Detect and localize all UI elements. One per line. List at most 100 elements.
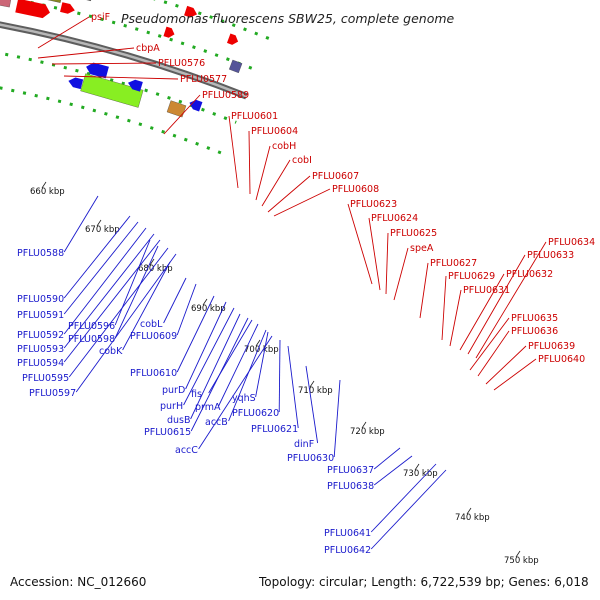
reverse-gene-label: PFLU0593 [17,344,64,355]
forward-leader-line [477,330,510,377]
kbp-tick-label: 730 kbp [403,469,438,479]
reverse-gene-label: PFLU0597 [29,388,76,399]
kbp-tick-mark [96,219,102,227]
map-title: Pseudomonas fluorescens SBW25, complete … [121,11,455,26]
kbp-tick-mark [466,507,472,515]
reverse-gene-label: PFLU0598 [68,334,115,345]
reverse-gene-label: PFLU0620 [232,408,279,419]
reverse-leader-line [176,283,197,336]
reverse-leader-line [228,329,267,422]
reverse-gene-label: PFLU0594 [17,358,64,369]
forward-leader-line [228,115,239,189]
forward-leader-line [163,94,201,135]
kbp-tick-label: 670 kbp [85,225,120,235]
reverse-gene [127,79,143,92]
gene-block [44,0,64,3]
forward-leader-line [51,62,157,65]
reverse-gene [68,77,84,90]
reverse-gene-label: purH [160,401,183,412]
forward-leader-line [37,47,135,59]
reverse-leader-line [114,245,159,339]
forward-leader-line [248,130,251,195]
forward-gene [163,26,175,38]
forward-gene-label: cobH [272,141,296,152]
kbp-tick-mark [361,421,367,429]
forward-gene-label: PFLU0576 [158,58,205,69]
forward-gene-label: PFLU0636 [511,326,558,337]
reverse-gene [86,62,109,79]
reverse-leader-line [185,301,227,390]
reverse-leader-line [63,221,139,315]
kbp-tick-label: 750 kbp [504,556,539,566]
reverse-leader-line [68,247,169,378]
reverse-gene-label: cobK [99,346,123,357]
kbp-tick-label: 660 kbp [30,187,65,197]
forward-leader-line [467,254,526,355]
forward-gene-label: PFLU0608 [332,184,379,195]
reverse-gene-label: dinF [294,439,314,450]
forward-leader-line [469,317,510,371]
reverse-gene-label: PFLU0641 [324,528,371,539]
reverse-leader-line [370,463,437,533]
forward-leader-line [419,262,429,319]
reverse-leader-line [305,365,319,444]
gene-tracks [0,0,270,156]
reverse-leader-line [218,323,259,407]
kbp-tick-mark [309,380,315,388]
reverse-leader-line [208,319,253,394]
kbp-tick-label: 700 kbp [244,345,279,355]
reverse-gene-label: accB [205,417,228,428]
forward-gene-label: PFLU0633 [527,250,574,261]
reverse-gene-label: PFLU0642 [324,545,371,556]
forward-gene-label: PFLU0607 [312,171,359,182]
gene-block [229,59,243,74]
reverse-gene-label: PFLU0638 [327,481,374,492]
reverse-leader-line [63,233,155,349]
accession-text: Accession: NC_012660 [10,575,146,589]
kbp-tick-mark [255,339,261,347]
reverse-leader-line [176,295,215,373]
forward-leader-line [347,203,373,285]
kbp-tick-mark [41,181,47,189]
gene-block [78,0,94,2]
reverse-gene-label: PFLU0609 [130,331,177,342]
forward-leader-line [449,289,462,347]
reverse-gene-label: cobL [140,319,163,330]
forward-gene-label: PFLU0634 [548,237,595,248]
reverse-leader-line [63,215,131,299]
kbp-tick-mark [414,463,420,471]
forward-gene-labels: psiFcbpAPFLU0576PFLU0577PFLU0589PFLU0601… [37,12,595,391]
kbp-tick-label: 690 kbp [191,304,226,314]
reverse-leader-line [122,261,171,351]
reverse-leader-line [287,345,299,429]
reverse-gene-labels: PFLU0588PFLU0590PFLU0591PFLU0592PFLU0593… [17,195,447,556]
forward-leader-line [267,175,311,213]
reverse-gene-label: yqhS [232,393,256,404]
reverse-gene-label: prmA [195,402,221,413]
forward-gene-label: cobI [292,155,312,166]
reverse-leader-line [333,379,341,458]
forward-gene-label: speA [410,243,434,254]
reverse-gene-label: PFLU0595 [22,373,69,384]
reverse-gene-label: PFLU0621 [251,424,298,435]
reverse-leader-line [63,227,147,335]
forward-leader-line [261,159,291,207]
reverse-gene-label: PFLU0591 [17,310,64,321]
reverse-gene-label: fis [191,389,202,400]
forward-gene [60,2,75,14]
forward-leader-line [393,247,409,301]
kbp-tick-label: 720 kbp [350,427,385,437]
gene-block [80,73,144,108]
reverse-leader-line [163,277,187,324]
forward-gene-label: PFLU0604 [251,126,298,137]
reverse-gene-label: PFLU0596 [68,321,115,332]
reverse-gene-label: PFLU0615 [144,427,191,438]
forward-gene-label: PFLU0601 [231,111,278,122]
forward-gene-label: psiF [91,12,110,23]
forward-gene-label: PFLU0632 [506,269,553,280]
kbp-tick-label: 740 kbp [455,513,490,523]
reverse-leader-line [370,469,447,550]
forward-leader-line [385,232,389,295]
kbp-tick-label: 710 kbp [298,386,333,396]
